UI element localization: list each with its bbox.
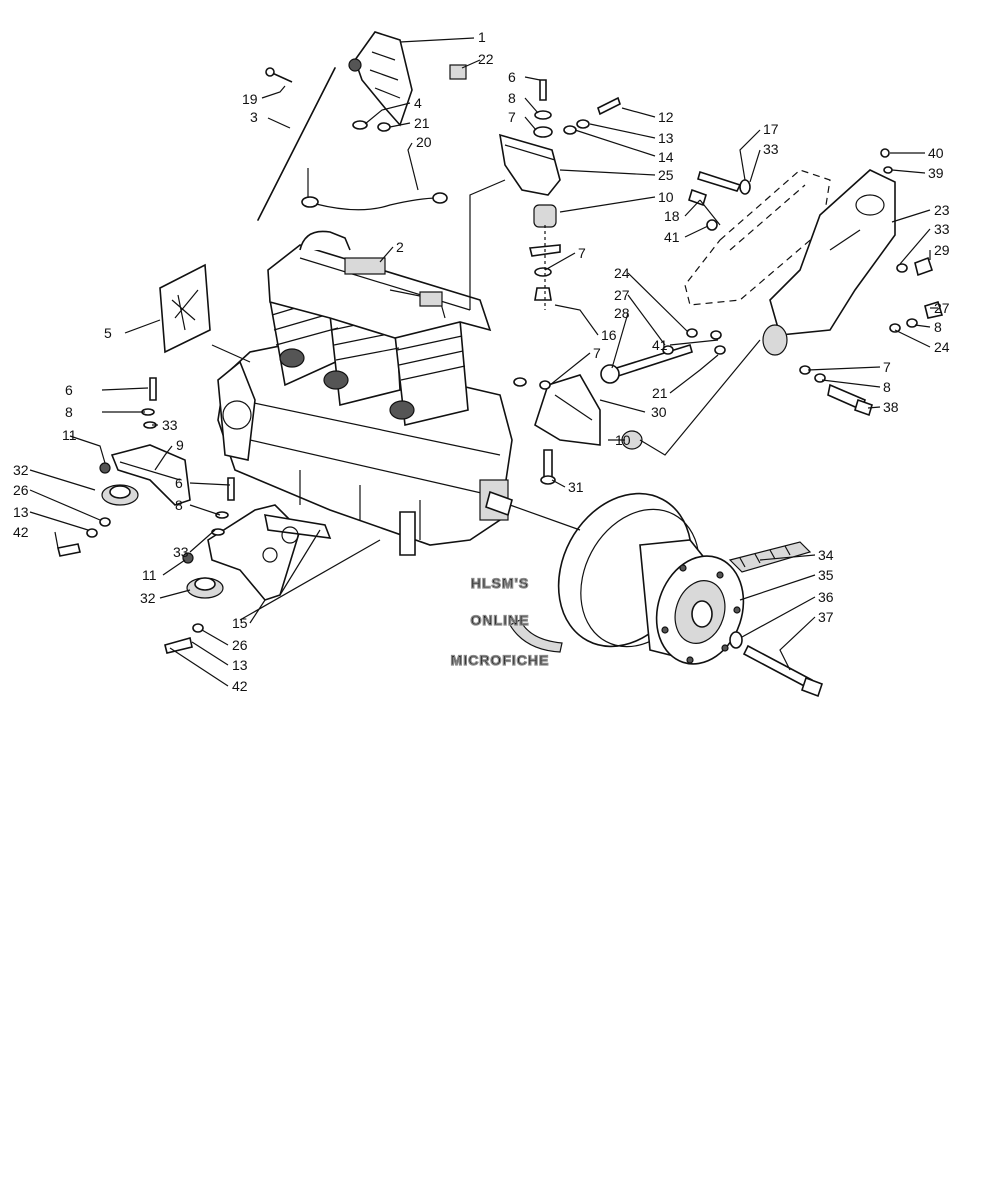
- callout: 3: [250, 109, 258, 125]
- watermark: HLSM'S ONLINE MICROFICHE: [450, 574, 550, 668]
- callout: 11: [62, 427, 77, 443]
- lower-front-mount: [513, 374, 643, 485]
- callout: 9: [176, 437, 184, 453]
- callout: 27: [614, 287, 630, 303]
- callout: 32: [13, 462, 29, 478]
- front-mount-assembly: [499, 79, 621, 310]
- callout: 15: [232, 615, 248, 631]
- drive-clutch-assembly: [509, 492, 824, 698]
- callout: 6: [508, 69, 516, 85]
- callout: 25: [658, 167, 674, 183]
- leader-lines: [29, 37, 938, 687]
- callout: 21: [652, 385, 668, 401]
- callout: 21: [414, 115, 430, 131]
- callout: 26: [232, 637, 248, 653]
- callout: 19: [242, 91, 258, 107]
- callout: 33: [162, 417, 178, 433]
- callout: 7: [883, 359, 891, 375]
- callout: 10: [658, 189, 674, 205]
- callout: 13: [658, 130, 674, 146]
- callout: 20: [416, 134, 432, 150]
- callout: 2: [396, 239, 404, 255]
- callout: 7: [593, 345, 601, 361]
- callout: 14: [658, 149, 674, 165]
- callout: 13: [232, 657, 248, 673]
- callout: 30: [651, 404, 667, 420]
- callout: 10: [615, 432, 631, 448]
- engine-assembly: [217, 230, 513, 556]
- choke-lever-assembly: [257, 31, 467, 221]
- callout: 8: [883, 379, 891, 395]
- rear-bracket-assembly: [600, 148, 944, 417]
- callout: 41: [652, 337, 668, 353]
- callout: 34: [818, 547, 834, 563]
- callout: 36: [818, 589, 834, 605]
- callout-labels: 1 22 6 19 4 8 3 21 7 12 13 20 14 17 33 4…: [13, 29, 950, 694]
- callout: 27: [934, 300, 950, 316]
- callout: 40: [928, 145, 944, 161]
- callout: 1: [478, 29, 486, 45]
- callout: 22: [478, 51, 494, 67]
- callout: 37: [818, 609, 834, 625]
- left-mount-assembly: [57, 377, 332, 654]
- callout: 8: [508, 90, 516, 106]
- watermark-line-3: MICROFICHE: [451, 652, 550, 668]
- callout: 4: [414, 95, 422, 111]
- callout: 24: [934, 339, 950, 355]
- callout: 8: [65, 404, 73, 420]
- callout: 26: [13, 482, 29, 498]
- callout: 18: [664, 208, 680, 224]
- callout: 31: [568, 479, 584, 495]
- callout: 11: [142, 567, 157, 583]
- callout: 13: [13, 504, 29, 520]
- callout: 7: [578, 245, 586, 261]
- callout: 33: [934, 221, 950, 237]
- watermark-line-2: ONLINE: [471, 612, 530, 628]
- callout: 33: [173, 544, 189, 560]
- callout: 28: [614, 305, 630, 321]
- callout: 39: [928, 165, 944, 181]
- callout: 38: [883, 399, 899, 415]
- callout: 6: [65, 382, 73, 398]
- callout: 24: [614, 265, 630, 281]
- callout: 29: [934, 242, 950, 258]
- decal: [159, 263, 211, 354]
- callout: 35: [818, 567, 834, 583]
- callout: 41: [664, 229, 680, 245]
- callout: 5: [104, 325, 112, 341]
- callout: 23: [934, 202, 950, 218]
- callout: 12: [658, 109, 674, 125]
- callout: 6: [175, 475, 183, 491]
- callout: 42: [232, 678, 248, 694]
- callout: 16: [601, 327, 617, 343]
- callout: 8: [175, 497, 183, 513]
- callout: 32: [140, 590, 156, 606]
- callout: 33: [763, 141, 779, 157]
- callout: 42: [13, 524, 29, 540]
- callout: 8: [934, 319, 942, 335]
- callout: 17: [763, 121, 779, 137]
- watermark-line-1: HLSM'S: [471, 575, 529, 591]
- callout: 7: [508, 109, 516, 125]
